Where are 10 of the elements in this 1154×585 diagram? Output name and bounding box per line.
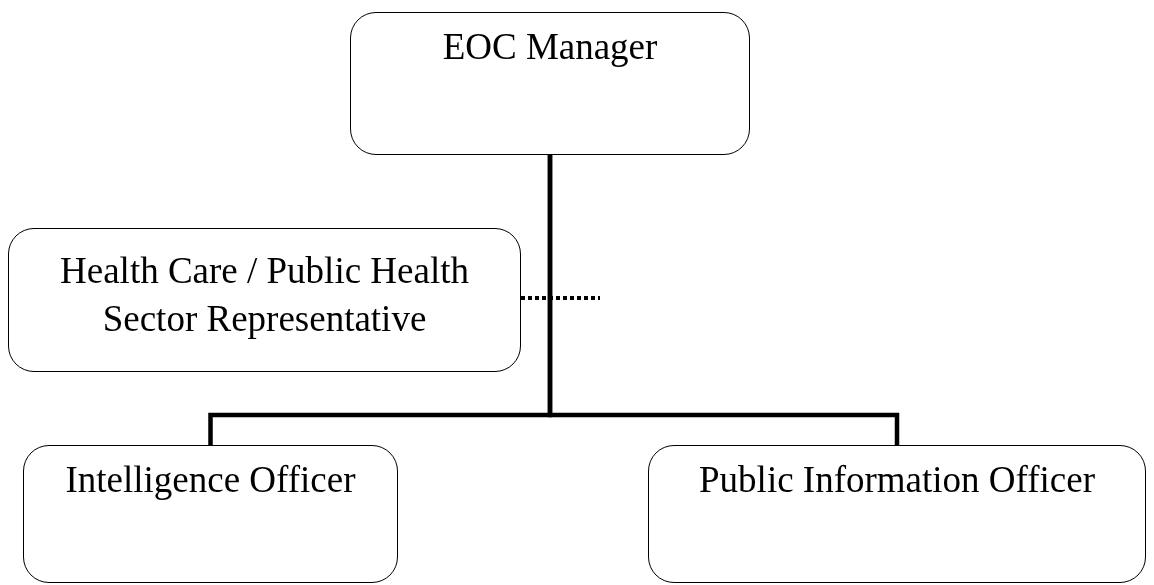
role-title: Health Care / Public Health Sector Representative: [59, 249, 470, 341]
role-title: Public Information Officer: [698, 458, 1096, 502]
role-box: [648, 445, 1146, 583]
role-box: [23, 445, 398, 583]
dotted-connector: [521, 296, 600, 300]
connector-line: [547, 155, 900, 445]
role-title: Intelligence Officer: [64, 458, 357, 502]
role-box: [350, 12, 750, 155]
role-title: EOC Manager: [441, 25, 659, 69]
role-box: [8, 228, 521, 372]
